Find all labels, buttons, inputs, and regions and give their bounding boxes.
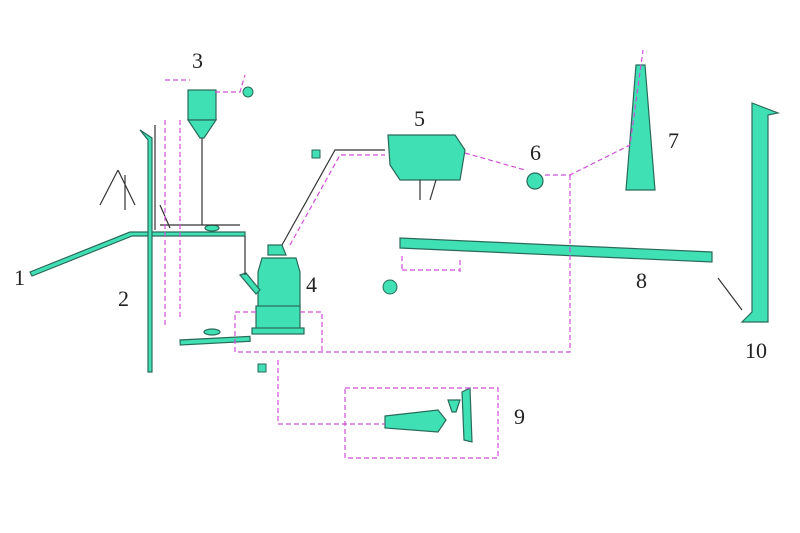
label-7: 7 <box>668 128 679 153</box>
conveyor <box>399 237 713 263</box>
fan <box>526 172 544 190</box>
label-5: 5 <box>414 106 425 131</box>
label-6: 6 <box>530 140 541 165</box>
grinding-mill <box>238 244 305 335</box>
label-3: 3 <box>192 48 203 73</box>
label-9: 9 <box>514 404 525 429</box>
bucket-elevator <box>139 129 153 373</box>
dust-collector <box>187 89 217 121</box>
label-2: 2 <box>118 286 129 311</box>
label-10: 10 <box>745 338 767 363</box>
ball-mill-unit <box>179 335 473 443</box>
powder-separator <box>387 134 466 181</box>
finished-elevator <box>740 102 781 323</box>
label-8: 8 <box>636 268 647 293</box>
chimney <box>625 64 656 191</box>
label-1: 1 <box>14 265 25 290</box>
label-4: 4 <box>306 272 317 297</box>
feed-belt <box>29 231 246 277</box>
